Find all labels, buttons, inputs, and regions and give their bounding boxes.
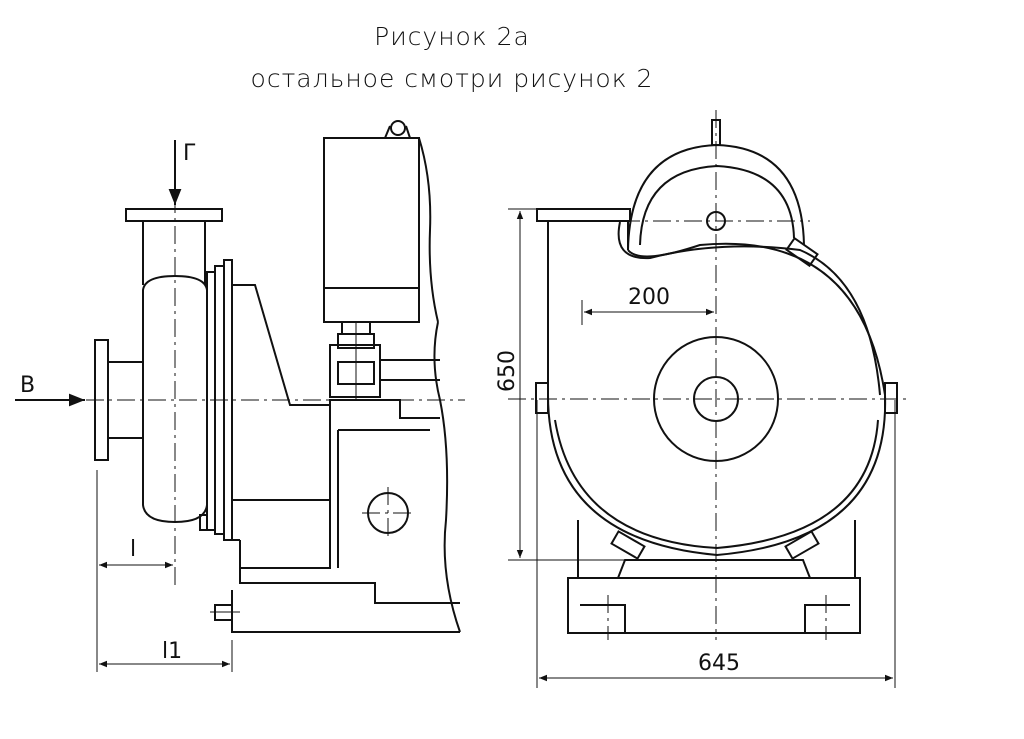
figure-title: Рисунок 2а <box>374 22 530 51</box>
side-view: Г В l l1 <box>15 120 465 672</box>
lug-right <box>884 382 898 414</box>
motor-housing <box>323 137 420 323</box>
figure-subtitle: остальное смотри рисунок 2 <box>250 64 654 93</box>
lifting-eye <box>390 120 406 136</box>
lug-top-right <box>785 236 819 268</box>
front-support <box>616 559 812 579</box>
back-plate-1 <box>206 271 216 531</box>
dim-height-label: 650 <box>495 350 520 392</box>
coupling-guard <box>329 344 381 398</box>
pump-casing <box>547 394 887 557</box>
inlet-flow-label: В <box>20 373 35 398</box>
base-plate <box>239 568 460 604</box>
front-base <box>567 577 861 634</box>
dim-l-label: l <box>130 537 136 562</box>
outlet-flange <box>125 208 223 222</box>
back-plate-3 <box>223 259 233 541</box>
dim-width-label: 645 <box>698 651 740 676</box>
volute-spiral <box>627 242 886 396</box>
front-view: 650 645 200 <box>495 110 910 688</box>
lug-bottom-right <box>784 530 820 560</box>
lug-bottom-left <box>610 530 646 560</box>
bearing-bracket <box>232 284 440 419</box>
front-outlet-flange <box>536 208 631 222</box>
lug-left <box>535 382 549 414</box>
dim-offset-label: 200 <box>628 285 670 310</box>
outlet-flow-label: Г <box>183 141 196 166</box>
dim-l1-label: l1 <box>162 639 182 664</box>
outlet-pipe <box>142 221 206 285</box>
inlet-pipe <box>108 361 143 439</box>
